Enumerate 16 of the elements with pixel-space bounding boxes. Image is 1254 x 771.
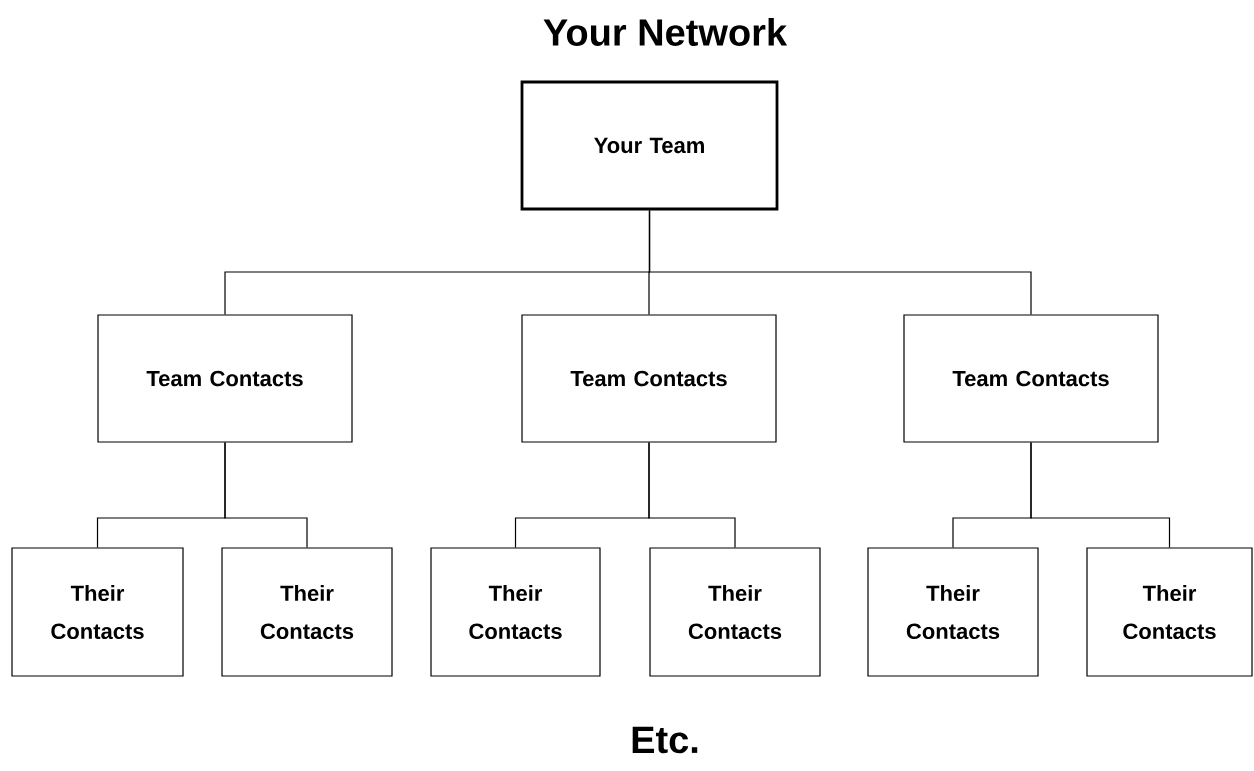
- note-text: Etc.: [632, 726, 698, 754]
- org-box: Team Contacts: [903, 314, 1159, 443]
- org-box: Team Contacts: [521, 314, 777, 443]
- org-box: Their Contacts: [1086, 547, 1253, 677]
- org-box: Their Contacts: [11, 547, 184, 677]
- org-box: Your Team: [520, 80, 779, 211]
- org-box: Their Contacts: [867, 547, 1039, 677]
- org-box: Their Contacts: [430, 547, 601, 677]
- title: Your Network: [543, 18, 788, 46]
- connector-line: [648, 442, 736, 548]
- org-box: Team Contacts: [97, 314, 353, 443]
- connector-line: [1030, 442, 1171, 548]
- org-box: Their Contacts: [221, 547, 393, 677]
- connector-line: [224, 442, 308, 548]
- connector-line: [648, 209, 1032, 315]
- org-box: Their Contacts: [649, 547, 821, 677]
